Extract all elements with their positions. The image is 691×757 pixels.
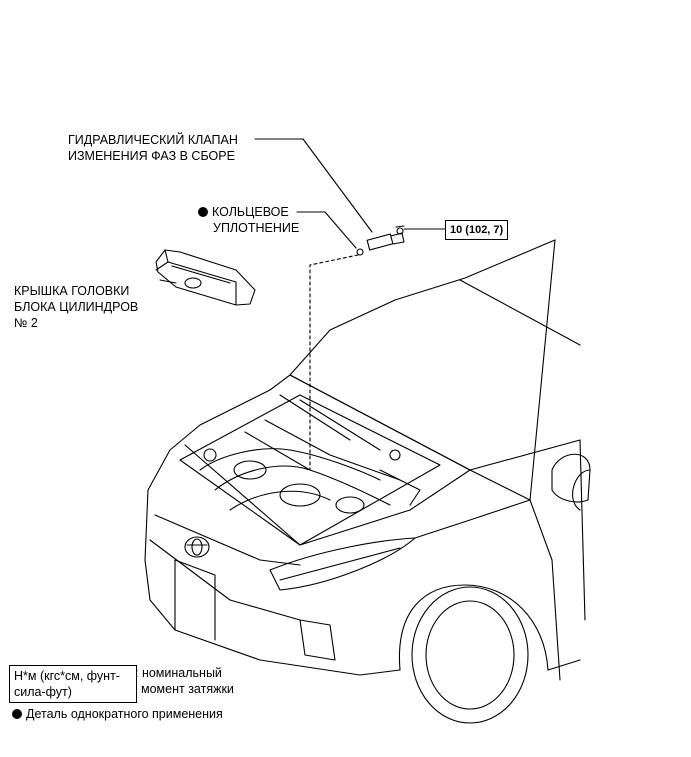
legend-torque-units-line1: Н*м (кгс*см, фунт- [14,669,120,683]
torque-spec-box: 10 (102, 7) [445,220,509,240]
legend-torque-units-line2: сила-фут) [14,685,72,699]
head-cover-label-line1: КРЫШКА ГОЛОВКИ [14,284,130,298]
cylinder-head-cover [155,249,256,306]
legend-single-use-text: Деталь однократного применения [26,707,223,721]
o-ring-label-line1: КОЛЬЦЕВОЕ [212,205,289,219]
vvt-valve-label-line1: ГИДРАВЛИЧЕСКИЙ КЛАПАН [68,133,238,147]
legend-torque-desc: : номинальный момент затяжки [135,665,234,697]
legend-single-use: Деталь однократного применения [12,706,223,722]
vvt-valve-label: ГИДРАВЛИЧЕСКИЙ КЛАПАН ИЗМЕНЕНИЯ ФАЗ В СБ… [68,132,238,164]
o-ring-label: КОЛЬЦЕВОЕ УПЛОТНЕНИЕ [198,204,299,236]
filled-circle-icon [12,709,22,719]
filled-circle-icon [198,207,208,217]
o-ring [356,248,364,256]
head-cover-label: КРЫШКА ГОЛОВКИ БЛОКА ЦИЛИНДРОВ № 2 [14,283,138,331]
head-cover-label-line3: № 2 [14,316,38,330]
legend-torque-desc-line2: момент затяжки [141,682,234,696]
legend-torque-units-box: Н*м (кгс*см, фунт- сила-фут) [9,665,137,703]
o-ring-label-line2: УПЛОТНЕНИЕ [213,221,300,235]
head-cover-label-line2: БЛОКА ЦИЛИНДРОВ [14,300,139,314]
vvt-valve-label-line2: ИЗМЕНЕНИЯ ФАЗ В СБОРЕ [68,149,235,163]
leader-lines [159,138,446,471]
oil-control-valve [366,225,405,251]
car-body [144,239,591,724]
legend-torque-desc-line1: : номинальный [135,666,222,680]
